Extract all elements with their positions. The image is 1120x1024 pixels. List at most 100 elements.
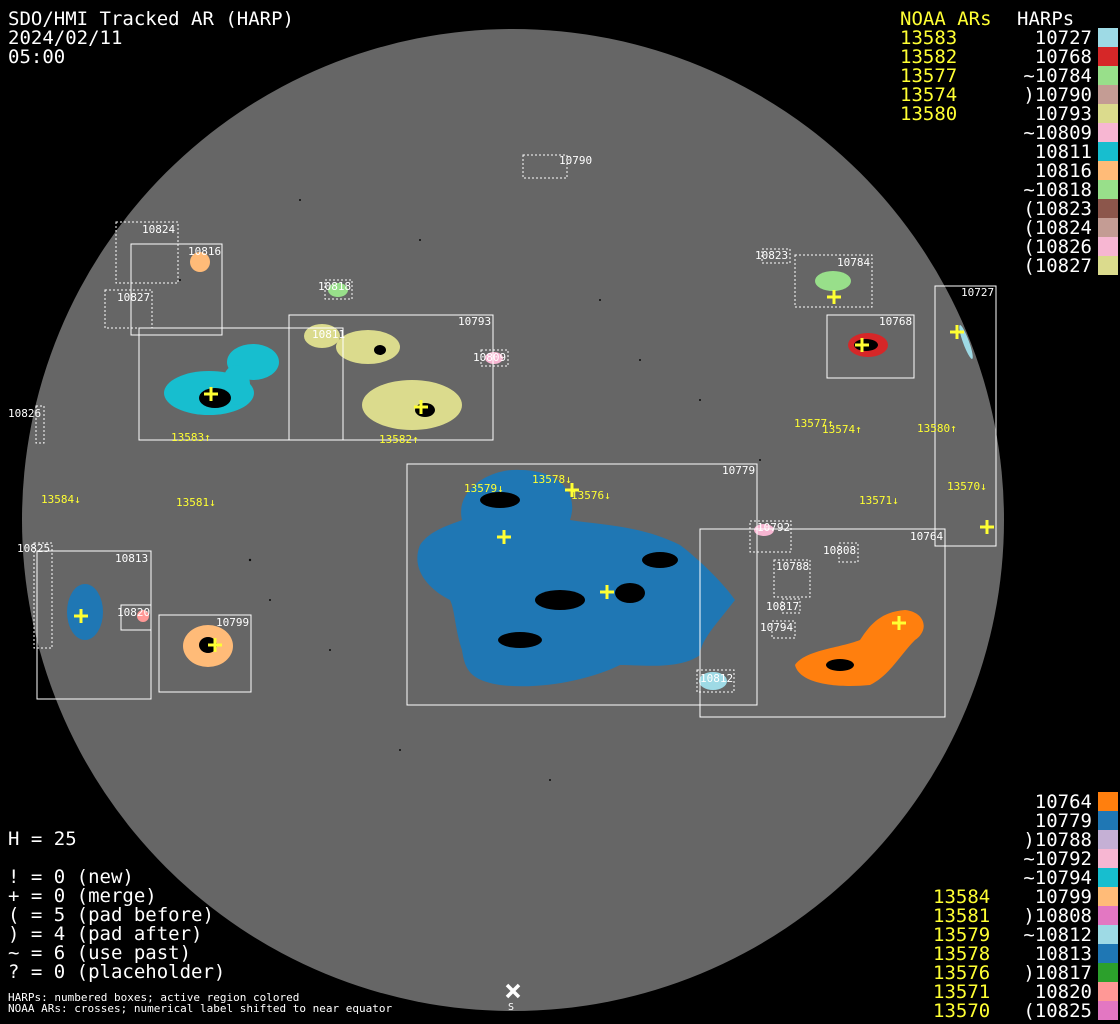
noaa-legend-item: 13571: [933, 981, 991, 1003]
noaa-legend-item: 13580: [900, 103, 958, 125]
harp-color-swatch: [1098, 925, 1118, 944]
harp-color-swatch: [1098, 199, 1118, 218]
noaa-cross-icon: [204, 387, 218, 401]
harp-legend-item: ~10818: [1023, 179, 1092, 201]
south-pole-marker-icon: [505, 983, 521, 999]
noaa-label: 13578↓: [532, 473, 572, 486]
noaa-legend-item: 13579: [933, 924, 991, 946]
noaa-legend-item: 13570: [933, 1000, 991, 1022]
harp-color-swatch: [1098, 237, 1118, 256]
plot-time: 05:00: [8, 46, 66, 68]
harp-label: 10824: [142, 223, 175, 236]
harp-legend-item: (10826: [1023, 236, 1092, 258]
harp-legend-item: (10824: [1023, 217, 1092, 239]
harp-color-swatch: [1098, 66, 1118, 85]
noaa-cross-icon: [980, 520, 994, 534]
noaa-label: 13584↓: [41, 493, 81, 506]
noaa-labels: 13583↑ 13582↑ 13577↑ 13574↑ 13580↑ 13584…: [41, 417, 987, 509]
harp-legend-item: (10823: [1023, 198, 1092, 220]
harp-color-swatch: [1098, 28, 1118, 47]
harp-box-10764: [699, 528, 946, 718]
harp-legend-item: 10768: [1034, 46, 1092, 68]
harp-color-swatch: [1098, 1001, 1118, 1020]
harp-label: 10809: [473, 351, 506, 364]
harp-box-10727: [934, 285, 997, 547]
harp-legend-item: ~10794: [1023, 867, 1092, 889]
harp-color-swatch: [1098, 944, 1118, 963]
harp-box-10779: [406, 463, 758, 706]
harp-legend-item: 10764: [1034, 791, 1092, 813]
harp-box-10768: [826, 314, 915, 379]
noaa-label: 13579↓: [464, 482, 504, 495]
harp-label: 10825: [17, 542, 50, 555]
noaa-label: 13570↓: [947, 480, 987, 493]
harp-color-swatch: [1098, 85, 1118, 104]
harp-box-10824: [115, 221, 179, 284]
harp-box-10809: [480, 349, 509, 367]
noaa-cross-icon: [827, 290, 841, 304]
harp-legend-item: ~10809: [1023, 122, 1092, 144]
harp-box-10827: [104, 289, 153, 329]
noaa-legend-item: 13582: [900, 46, 958, 68]
harp-legend-item: (10827: [1023, 255, 1092, 277]
harp-box-10825: [33, 542, 53, 649]
noaa-label: 13580↑: [917, 422, 957, 435]
noaa-cross-icon: [855, 338, 869, 352]
harp-color-swatch: [1098, 47, 1118, 66]
south-label: S: [508, 1002, 514, 1013]
harp-label: 10794: [760, 621, 793, 634]
noaa-cross-icon: [497, 530, 511, 544]
noaa-cross-icon: [600, 585, 614, 599]
harp-label: 10817: [766, 600, 799, 613]
harp-label: 10793: [458, 315, 491, 328]
harp-color-swatch: [1098, 830, 1118, 849]
harp-box-10792: [749, 520, 792, 553]
harp-legend-item: ~10792: [1023, 848, 1092, 870]
harp-label: 10812: [700, 672, 733, 685]
noaa-cross-icon: [950, 325, 964, 339]
harp-box-10793: [288, 314, 494, 441]
noaa-legend-item: 13574: [900, 84, 958, 106]
harp-label: 10779: [722, 464, 755, 477]
harp-color-swatch: [1098, 142, 1118, 161]
harp-box-10823: [761, 248, 791, 264]
harp-color-swatch: [1098, 811, 1118, 830]
note-harps: HARPs: numbered boxes; active region col…: [8, 991, 300, 1004]
harp-box-10811: [138, 327, 344, 441]
noaa-cross-icon: [892, 616, 906, 630]
harp-label: 10788: [776, 560, 809, 573]
noaa-label: 13583↑: [171, 431, 211, 444]
noaa-label: 13581↓: [176, 496, 216, 509]
harp-legend-item: )10817: [1023, 962, 1092, 984]
harp-legend-item: )10788: [1023, 829, 1092, 851]
plot-title: SDO/HMI Tracked AR (HARP): [8, 8, 294, 30]
harp-legend-item: 10799: [1034, 886, 1092, 908]
harp-box-10812: [696, 669, 735, 693]
harp-legend-item: ~10812: [1023, 924, 1092, 946]
noaa-legend-item: 13583: [900, 27, 958, 49]
harp-color-swatch: [1098, 104, 1118, 123]
note-noaa: NOAA ARs: crosses; numerical label shift…: [8, 1002, 393, 1015]
harp-label: 10768: [879, 315, 912, 328]
noaa-legend-item: 13578: [933, 943, 991, 965]
harp-color-swatch: [1098, 180, 1118, 199]
harp-legend-item: (10825: [1023, 1000, 1092, 1022]
noaa-crosses: [74, 290, 994, 652]
harp-color-swatch: [1098, 982, 1118, 1001]
harp-label: 10818: [318, 280, 351, 293]
harp-legend-item: 10816: [1034, 160, 1092, 182]
harp-color-swatch: [1098, 218, 1118, 237]
noaa-legend-item: 13584: [933, 886, 991, 908]
harp-legend-item: 10813: [1034, 943, 1092, 965]
harp-label: 10820: [117, 606, 150, 619]
harp-legend-item: )10808: [1023, 905, 1092, 927]
scattered-magnetic-features: [179, 199, 761, 781]
harp-label: 10808: [823, 544, 856, 557]
harp-label: 10784: [837, 256, 870, 269]
stats-line: + = 0 (merge): [8, 885, 157, 907]
harp-label: 10799: [216, 616, 249, 629]
harp-legend-item: )10790: [1023, 84, 1092, 106]
harp-label: 10811: [312, 328, 345, 341]
harp-color-swatch: [1098, 868, 1118, 887]
